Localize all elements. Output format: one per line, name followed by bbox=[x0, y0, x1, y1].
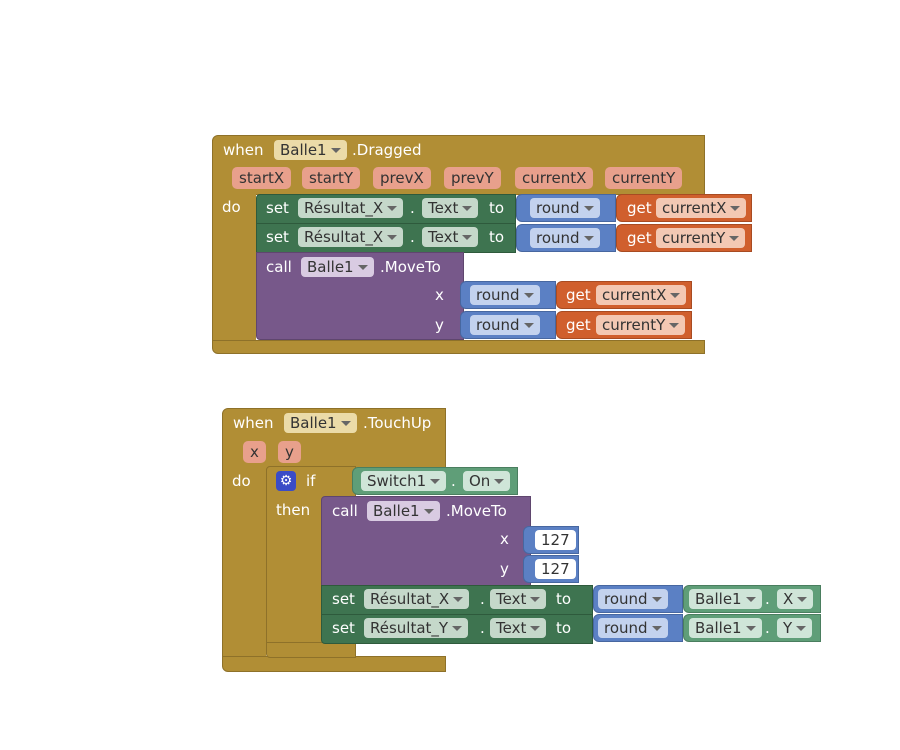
event-name-label: .Dragged bbox=[352, 141, 422, 159]
setter-component-dropdown[interactable]: Résultat_Y bbox=[364, 618, 469, 638]
number-field-x[interactable]: 127 bbox=[535, 530, 576, 550]
set-label: set bbox=[332, 590, 355, 608]
round-dropdown[interactable]: round bbox=[598, 618, 668, 638]
set-label: set bbox=[332, 619, 355, 637]
to-label: to bbox=[556, 590, 572, 608]
variable-dropdown-currenty[interactable]: currentY bbox=[596, 315, 686, 335]
component-dropdown-balle1[interactable]: Balle1 bbox=[284, 413, 357, 433]
param-y[interactable]: y bbox=[278, 441, 301, 463]
round-dropdown[interactable]: round bbox=[598, 589, 668, 609]
variable-dropdown-currentx[interactable]: currentX bbox=[596, 285, 687, 305]
setter-component-dropdown[interactable]: Résultat_X bbox=[298, 227, 404, 247]
dot-label: . bbox=[410, 228, 415, 246]
to-label: to bbox=[556, 619, 572, 637]
param-x[interactable]: x bbox=[243, 441, 266, 463]
event-dragged-left-rail bbox=[212, 194, 256, 344]
setter-property-dropdown[interactable]: Text bbox=[490, 618, 547, 638]
setter-property-dropdown[interactable]: Text bbox=[422, 198, 479, 218]
event-touchup-footer bbox=[222, 656, 446, 672]
setter-component-dropdown[interactable]: Résultat_X bbox=[364, 589, 470, 609]
method-name-label: .MoveTo bbox=[380, 258, 441, 276]
param-prevy[interactable]: prevY bbox=[444, 167, 501, 189]
do-label: do bbox=[222, 198, 241, 216]
condition-component-dropdown[interactable]: Switch1 bbox=[361, 471, 447, 491]
round-dropdown[interactable]: round bbox=[470, 285, 540, 305]
set-label: set bbox=[266, 228, 289, 246]
call-component-dropdown[interactable]: Balle1 bbox=[301, 257, 374, 277]
source-component-dropdown[interactable]: Balle1 bbox=[689, 589, 762, 609]
param-prevx[interactable]: prevX bbox=[373, 167, 431, 189]
call-component-dropdown[interactable]: Balle1 bbox=[367, 501, 440, 521]
if-label: if bbox=[306, 472, 316, 490]
event-name-label: .TouchUp bbox=[363, 414, 432, 432]
get-label: get bbox=[566, 286, 591, 304]
round-dropdown[interactable]: round bbox=[530, 228, 600, 248]
method-name-label: .MoveTo bbox=[446, 502, 507, 520]
dot-label: . bbox=[765, 590, 770, 608]
to-label: to bbox=[489, 199, 505, 217]
dot-label: . bbox=[480, 619, 485, 637]
variable-dropdown-currenty[interactable]: currentY bbox=[656, 228, 746, 248]
set-label: set bbox=[266, 199, 289, 217]
component-dropdown-balle1[interactable]: Balle1 bbox=[274, 140, 347, 160]
round-dropdown[interactable]: round bbox=[530, 198, 600, 218]
arg-x-label: x bbox=[435, 286, 444, 304]
param-startx[interactable]: startX bbox=[232, 167, 292, 189]
when-label: when bbox=[223, 141, 264, 159]
event-dragged-footer bbox=[212, 340, 705, 354]
arg-y-label: y bbox=[435, 316, 444, 334]
call-label: call bbox=[332, 502, 358, 520]
arg-x-label: x bbox=[500, 530, 509, 548]
get-label: get bbox=[566, 316, 591, 334]
to-label: to bbox=[489, 228, 505, 246]
param-currenty[interactable]: currentY bbox=[605, 167, 683, 189]
get-label: get bbox=[627, 199, 652, 217]
gear-icon[interactable]: ⚙ bbox=[276, 471, 296, 491]
param-starty[interactable]: startY bbox=[302, 167, 361, 189]
variable-dropdown-currentx[interactable]: currentX bbox=[656, 198, 747, 218]
number-field-y[interactable]: 127 bbox=[535, 559, 576, 579]
setter-property-dropdown[interactable]: Text bbox=[490, 589, 547, 609]
if-block-left-rail bbox=[266, 524, 322, 646]
condition-property-dropdown[interactable]: On bbox=[463, 471, 511, 491]
source-property-dropdown[interactable]: Y bbox=[777, 618, 813, 638]
get-label: get bbox=[627, 229, 652, 247]
dot-label: . bbox=[480, 590, 485, 608]
dot-label: . bbox=[451, 472, 456, 490]
if-block-footer bbox=[266, 642, 356, 658]
event-touchup-left-rail bbox=[222, 468, 266, 660]
param-currentx[interactable]: currentX bbox=[515, 167, 594, 189]
arg-y-label: y bbox=[500, 560, 509, 578]
then-label: then bbox=[276, 501, 311, 519]
source-property-dropdown[interactable]: X bbox=[777, 589, 814, 609]
source-component-dropdown[interactable]: Balle1 bbox=[689, 618, 762, 638]
dot-label: . bbox=[410, 199, 415, 217]
setter-component-dropdown[interactable]: Résultat_X bbox=[298, 198, 404, 218]
call-label: call bbox=[266, 258, 292, 276]
round-dropdown[interactable]: round bbox=[470, 315, 540, 335]
do-label: do bbox=[232, 472, 251, 490]
when-label: when bbox=[233, 414, 274, 432]
dot-label: . bbox=[765, 619, 770, 637]
setter-property-dropdown[interactable]: Text bbox=[422, 227, 479, 247]
